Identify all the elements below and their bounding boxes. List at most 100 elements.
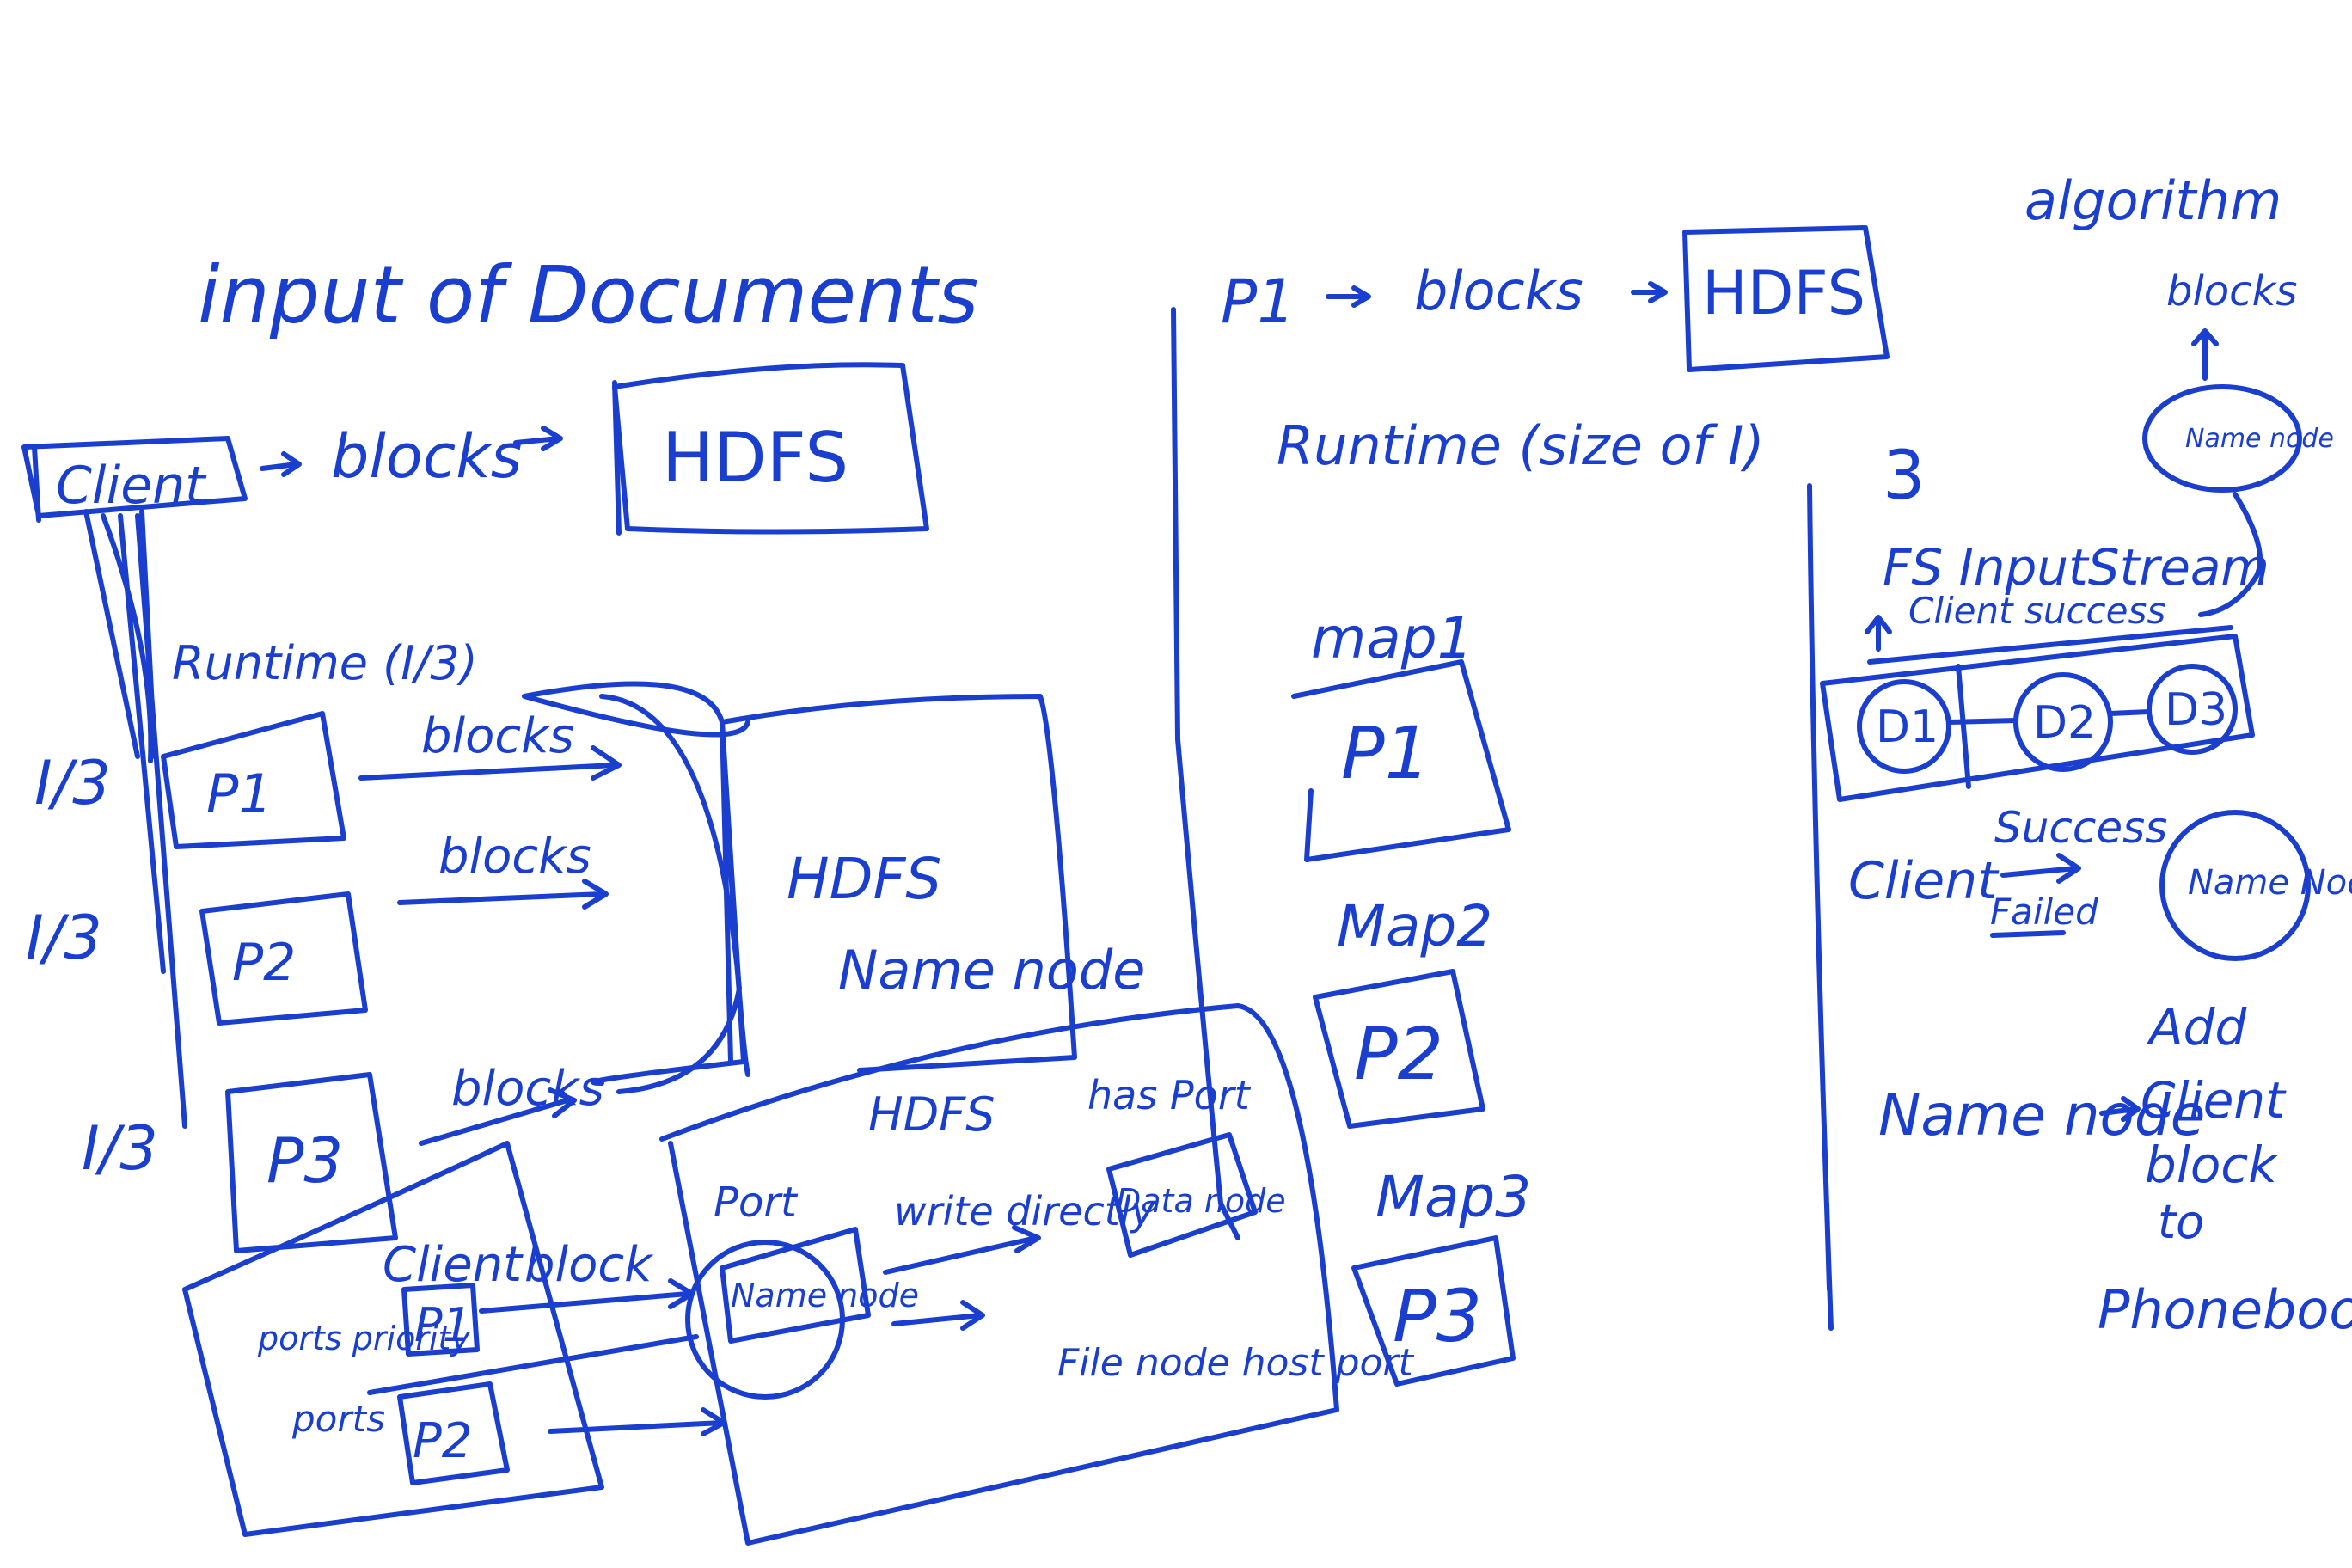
middle-hdfs-label: HDFS — [1702, 258, 1865, 328]
hdfs-top-left-tick — [612, 380, 622, 536]
left-runtime-label: Runtime (I/3) — [172, 636, 478, 690]
middle-blocks-label: blocks — [1414, 260, 1583, 322]
right-blocks-label: blocks — [2166, 267, 2297, 315]
lower-filenode-label: File node host port — [1057, 1341, 1415, 1385]
datanode-d1-circle — [1857, 679, 1951, 774]
middle-blocks-arrow — [1631, 281, 1668, 303]
middle-section: P1 blocks HDFS Runtime (size of I) map1 … — [1221, 225, 1890, 1387]
p3-label: P3 — [266, 1124, 343, 1197]
lower-has-port-label: has Port — [1087, 1072, 1252, 1118]
lower-datanode-box — [1106, 1132, 1258, 1258]
lower-p1-label: P1 — [414, 1298, 472, 1352]
p2-box — [199, 891, 368, 1026]
p2-blocks-arrow — [397, 879, 609, 910]
client-success-up-arrow — [1865, 615, 1892, 652]
p3-blocks-label: blocks — [451, 1061, 604, 1117]
datanode-group-box — [1820, 634, 2255, 802]
step-number: 3 — [1883, 438, 1926, 515]
fs-inputstream-label: FS InputStream — [1883, 538, 2269, 597]
lower-datanode-label: Data node — [1116, 1182, 1286, 1220]
datanode-group-inner — [1867, 625, 2233, 665]
fraction-1: I/3 — [34, 748, 111, 818]
cylinder-left-curve — [599, 694, 742, 1094]
fraction-3: I/3 — [82, 1113, 158, 1184]
algorithm-label: algorithm — [2024, 169, 2282, 232]
p2-label: P2 — [232, 933, 296, 993]
lower-namenode-out-arrow — [891, 1300, 985, 1331]
hdfs-top-box — [612, 362, 929, 535]
datanode-chain — [1947, 709, 2152, 725]
lower-write-label: write directly — [894, 1188, 1155, 1234]
client-box — [21, 436, 248, 518]
p1-label: P1 — [206, 763, 273, 825]
add-line-3: block — [2145, 1136, 2279, 1194]
lower-client-box — [182, 1141, 604, 1537]
lower-namenode-label: Name node — [731, 1277, 919, 1314]
client-to-blocks-arrow — [260, 451, 302, 477]
right-client-label: Client — [1848, 851, 2000, 911]
success-arrow — [2000, 853, 2081, 884]
add-line-5: Phonebook — [2098, 1278, 2352, 1341]
client-success-label: Client success — [1908, 590, 2165, 632]
right-blocks-arrow — [2191, 328, 2219, 381]
client-left-tick — [32, 444, 41, 523]
map1-label: map1 — [1311, 605, 1473, 671]
middle-p1-arrow — [1326, 285, 1371, 308]
map2-box — [1313, 969, 1485, 1129]
middle-runtime-label: Runtime (size of I) — [1277, 414, 1765, 477]
lower-ports-arrow — [367, 1334, 699, 1395]
datanode-d2-label: D2 — [2033, 697, 2096, 749]
p1-blocks-arrow — [358, 745, 622, 781]
datanode-d1-label: D1 — [1876, 701, 1939, 753]
blocks-to-hdfs-arrow — [513, 426, 563, 451]
top-blocks-label: blocks — [331, 421, 522, 492]
failed-underline — [1990, 930, 2066, 938]
hdfs-top-label: HDFS — [662, 418, 848, 498]
namenode-to-add-arrow — [2099, 1096, 2141, 1122]
p3-blocks-arrow — [419, 1087, 577, 1146]
lower-p2-note: ports — [291, 1398, 385, 1440]
failed-label: Failed — [1990, 891, 2098, 933]
lower-write-arrow — [883, 1225, 1041, 1275]
right-section: algorithm blocks Name node 3 FS InputStr… — [1820, 169, 2352, 1341]
divider-right — [1807, 483, 1834, 1331]
add-line-2: Client — [2141, 1071, 2287, 1130]
lower-block-label: block — [524, 1237, 654, 1293]
lower-p2-arrow — [548, 1407, 726, 1436]
fraction-2: I/3 — [26, 903, 102, 973]
datanode-d3-label: D3 — [2165, 684, 2227, 736]
p2-blocks-label: blocks — [438, 829, 591, 885]
map1-box — [1291, 659, 1511, 862]
middle-p1-label: P1 — [1221, 266, 1295, 337]
add-line-1: Add — [2146, 998, 2247, 1057]
top-namenode-label: Name node — [2185, 424, 2334, 454]
cylinder-hdfs-label: HDFS — [787, 846, 941, 912]
p1-box — [161, 711, 346, 849]
lower-p1-box — [401, 1283, 480, 1357]
cylinder-namenode-label: Name node — [838, 939, 1145, 1001]
divider-left — [1171, 307, 1240, 1240]
client-to-partitions-lines — [83, 509, 187, 1129]
lower-p2-label: P2 — [413, 1413, 472, 1469]
map2-label: Map2 — [1337, 893, 1492, 959]
lower-p2-box — [397, 1381, 510, 1485]
datanode-group-divider — [1956, 664, 1971, 789]
lower-port-label: Port — [714, 1179, 799, 1227]
bottom-namenode-label: Name node — [1878, 1082, 2205, 1148]
map3-box — [1351, 1235, 1516, 1387]
map2-box-label: P2 — [1354, 1012, 1443, 1096]
right-namenode-circle — [2159, 810, 2311, 961]
lower-client-title: Client — [383, 1237, 524, 1293]
map1-box-label: P1 — [1341, 711, 1430, 795]
left-title: input of Documents — [198, 249, 978, 341]
right-namenode-label: Name Node — [2188, 863, 2352, 903]
p1-blocks-label: blocks — [421, 708, 574, 764]
map3-label: Map3 — [1375, 1164, 1531, 1230]
client-label: Client — [56, 456, 207, 516]
middle-hdfs-box — [1682, 225, 1890, 372]
success-label: Success — [1994, 803, 2167, 853]
lower-hdfs-title: HDFS — [868, 1087, 995, 1142]
map3-box-label: P3 — [1393, 1274, 1482, 1358]
lower-namenode-box — [720, 1227, 871, 1344]
